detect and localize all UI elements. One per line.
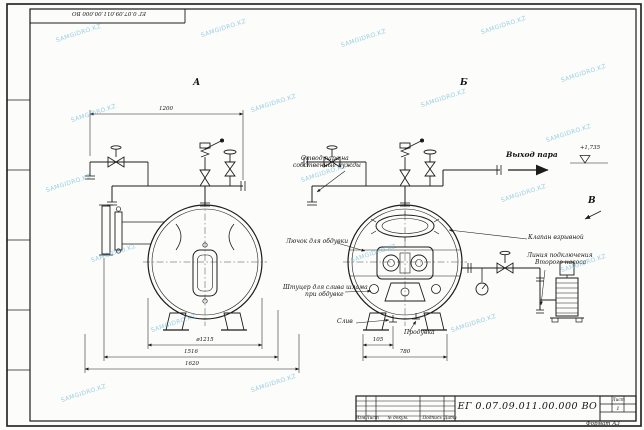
vessel-front-view-a bbox=[99, 200, 267, 331]
title-block-doc-number: ЕГ 0.07.09.011.00.000 ВО bbox=[457, 401, 598, 412]
dim-shell-dia: ø1215 bbox=[196, 337, 214, 343]
steam-outlet-pipe bbox=[442, 165, 502, 186]
handwheel-valve-a bbox=[223, 149, 237, 186]
pump-assembly bbox=[550, 261, 584, 323]
annotation-pump-line-2: Второго насоса bbox=[535, 259, 587, 266]
title-block-col-list: Лист bbox=[366, 416, 379, 422]
view-label-b: Б bbox=[460, 78, 468, 88]
annotation-elevation: +1,735 bbox=[579, 145, 601, 151]
annotation-sludge-2: при обдувке bbox=[305, 291, 344, 298]
vessel-front-view-b bbox=[343, 200, 467, 331]
title-block-col-izm: Изм. bbox=[355, 416, 367, 422]
annotation-pump-line-1: Линия подключения bbox=[527, 252, 593, 259]
safety-valve-a bbox=[199, 138, 225, 187]
drain-stubs bbox=[389, 313, 420, 323]
pump-circuit bbox=[462, 250, 556, 314]
title-block-col-sign: Подпись bbox=[422, 416, 442, 422]
title-block-sheet-label: Лист bbox=[612, 397, 625, 403]
piping-b bbox=[303, 138, 556, 314]
leader-lines bbox=[316, 170, 546, 333]
annotation-explosion-valve: Клапан взрывной bbox=[528, 234, 584, 241]
title-block-col-date: Дата bbox=[444, 416, 457, 422]
dimension-lines bbox=[84, 110, 448, 373]
title-block-sheet-value: 1 bbox=[616, 405, 620, 412]
dim-1620: 1620 bbox=[185, 361, 199, 367]
dim-105: 105 bbox=[372, 337, 384, 343]
dim-1516: 1516 bbox=[184, 349, 198, 355]
annotation-steam-tap-1: Отвод пара на bbox=[301, 155, 349, 162]
handwheel-valve-b bbox=[423, 149, 437, 186]
corner-stamp-text: ЕГ 0.07.09.011.00.000 ВО bbox=[72, 10, 146, 16]
level-gauge bbox=[99, 204, 164, 256]
annotation-hatch: Лючок для обдувки bbox=[286, 238, 349, 245]
title-block-grid bbox=[355, 395, 637, 422]
view-direction-arrow-b bbox=[584, 210, 602, 220]
annotation-blowdown: Продувка bbox=[404, 329, 435, 336]
piping-a bbox=[85, 138, 246, 207]
dim-780: 780 bbox=[399, 349, 411, 355]
elevation-mark bbox=[570, 155, 608, 164]
annotation-sludge-1: Штуцер для слива шлама bbox=[283, 284, 368, 291]
format-label: Формат А3 bbox=[586, 420, 620, 427]
aux-pipe-a bbox=[85, 145, 149, 186]
dim-1200: 1200 bbox=[159, 106, 173, 112]
annotation-steam-out: Выход пара bbox=[506, 150, 558, 159]
frame bbox=[6, 3, 642, 427]
view-label-v: В bbox=[588, 196, 596, 206]
title-block-col-doc: № докум. bbox=[387, 416, 409, 422]
front-hatch-assembly bbox=[369, 246, 441, 302]
view-label-a: А bbox=[193, 78, 201, 88]
aux-pipe-b bbox=[303, 145, 367, 186]
safety-valve-b bbox=[399, 138, 425, 187]
explosion-valve bbox=[370, 211, 440, 241]
annotation-drain: Слив bbox=[337, 318, 353, 325]
annotation-steam-tap-2: собственные нужды bbox=[293, 162, 361, 169]
